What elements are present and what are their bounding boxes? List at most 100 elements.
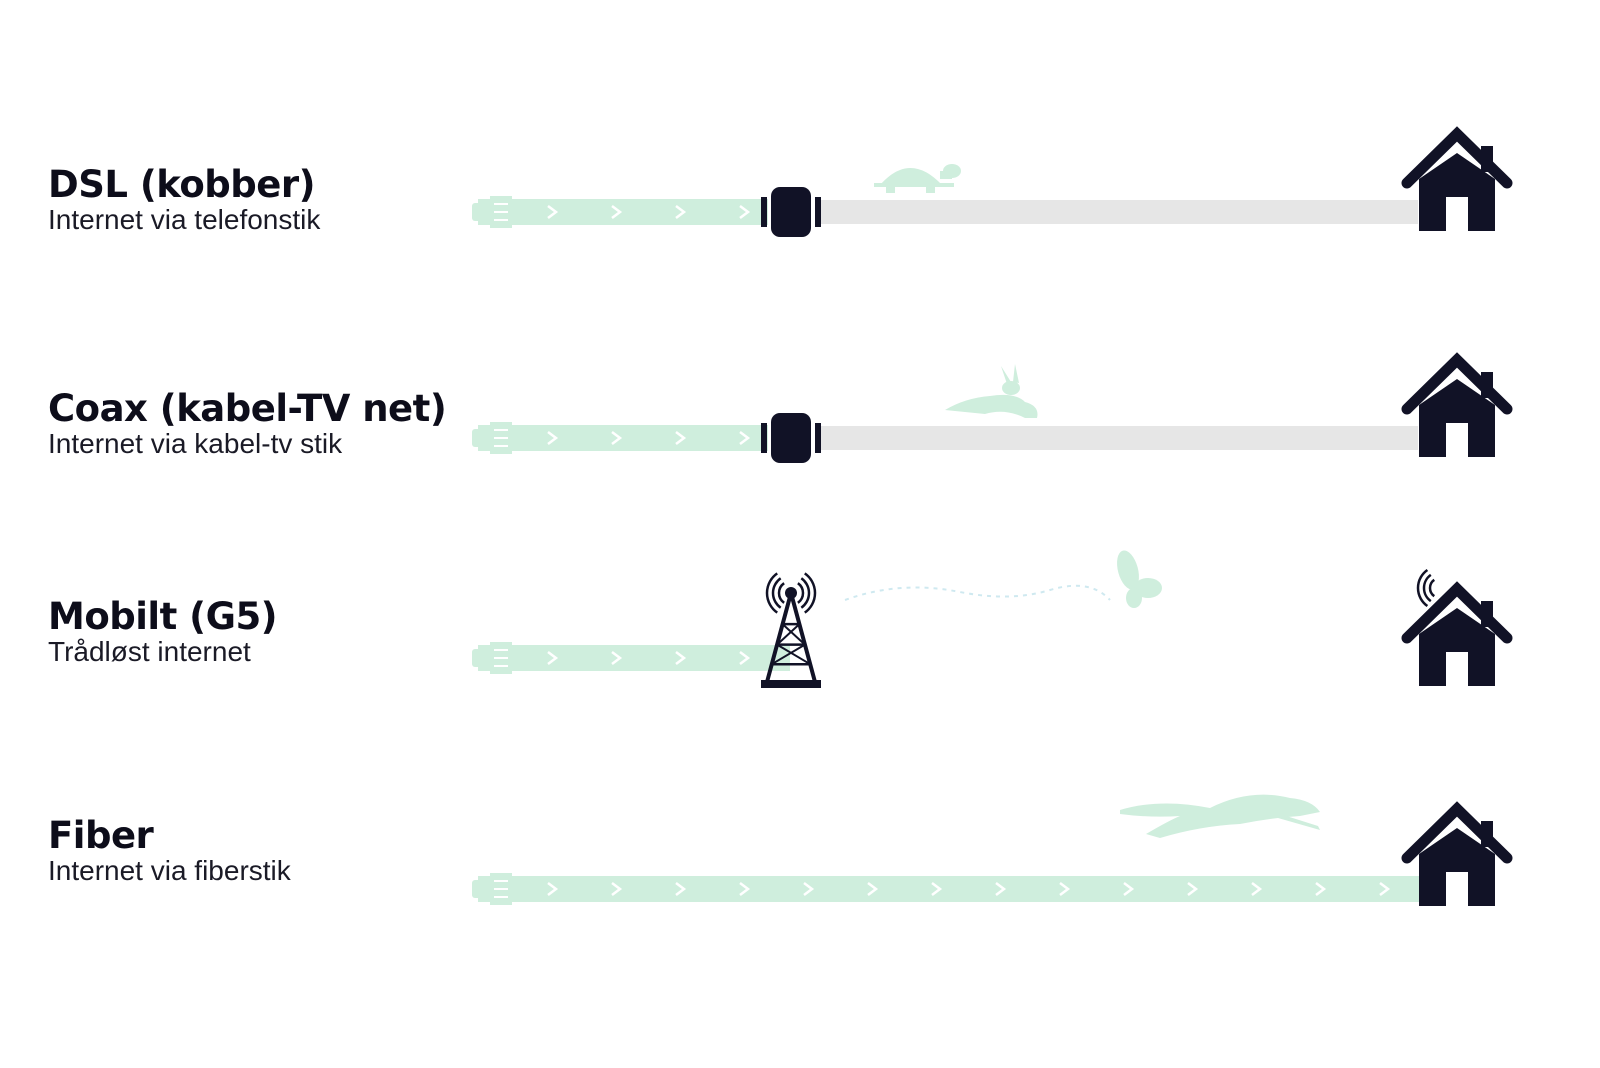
rabbit-head (1002, 381, 1020, 395)
row-subtitle: Internet via telefonstik (48, 204, 321, 235)
tower-base (761, 680, 821, 688)
chevron (547, 651, 559, 665)
wave-arc (777, 582, 785, 604)
tower-brace (781, 623, 806, 646)
wave-arc (1428, 578, 1436, 598)
row-title: Fiber (48, 814, 154, 857)
wave-arc (797, 582, 805, 604)
chevron (739, 431, 751, 445)
chevron (739, 205, 751, 219)
house-icon (1401, 126, 1513, 231)
chevron (1379, 882, 1391, 896)
cabinet-right-flange (815, 197, 821, 227)
row-title: DSL (kobber) (48, 163, 315, 206)
row-subtitle: Internet via fiberstik (48, 855, 291, 886)
copper-cable (818, 426, 1418, 450)
fiber-plug (472, 649, 486, 667)
chevron (611, 431, 623, 445)
wave-arc (1422, 573, 1432, 603)
chevron (739, 651, 751, 665)
cabinet-body (771, 187, 811, 237)
row-label-mobil: Mobilt (G5) Trådløst internet (48, 597, 468, 667)
chevron (1059, 882, 1071, 896)
rabbit-ear (1001, 366, 1011, 384)
wireless-signal-path (844, 584, 1111, 601)
fiber-line (472, 873, 1420, 905)
cabinet-left-flange (761, 197, 767, 227)
row-subtitle: Internet via kabel-tv stik (48, 428, 343, 459)
row-title: Mobilt (G5) (48, 595, 278, 638)
turtle-belly (874, 183, 954, 187)
chevron (675, 882, 687, 896)
signal-waves-icon (1416, 568, 1436, 608)
fiber-cable (478, 199, 768, 225)
chevron (739, 882, 751, 896)
chevron (675, 431, 687, 445)
fiber-plug (472, 880, 486, 898)
house-body (1419, 379, 1495, 457)
chevron (1187, 882, 1199, 896)
house-body (1419, 828, 1495, 906)
tower-brace (771, 643, 806, 666)
house-icon (1401, 581, 1513, 686)
rabbit-ear (1013, 364, 1019, 383)
fiber-cable (478, 645, 790, 671)
street-cabinet-icon (761, 187, 821, 237)
turtle-leg (886, 185, 895, 193)
chevron (1123, 882, 1135, 896)
chevron (995, 882, 1007, 896)
house-chimney (1481, 372, 1493, 398)
turtle-shell (880, 168, 942, 185)
chevron (675, 651, 687, 665)
fiber-line (472, 196, 768, 228)
butterfly-icon (1117, 550, 1162, 608)
wave-arc (771, 577, 782, 609)
chevron (675, 205, 687, 219)
chevron (931, 882, 943, 896)
wave-arc (765, 572, 778, 614)
chevron (803, 882, 815, 896)
row-label-dsl: DSL (kobber) Internet via telefonstik (48, 165, 468, 235)
chevron (547, 205, 559, 219)
house-chimney (1481, 821, 1493, 847)
house-icon (1401, 801, 1513, 906)
cheetah-leg (1278, 814, 1320, 830)
turtle-icon (874, 164, 961, 193)
wave-arc (804, 572, 817, 614)
chevron (611, 205, 623, 219)
butterfly-wing (1117, 550, 1139, 590)
fiber-line (472, 422, 768, 454)
row-label-fiber: Fiber Internet via fiberstik (48, 816, 468, 886)
wave-arc (800, 577, 811, 609)
turtle-leg (926, 185, 935, 193)
row-subtitle: Trådløst internet (48, 636, 251, 667)
street-cabinet-icon (761, 413, 821, 463)
house-icon (1401, 352, 1513, 457)
row-label-coax: Coax (kabel-TV net) Internet via kabel-t… (48, 389, 468, 459)
tower-brace (776, 623, 801, 646)
chevron (867, 882, 879, 896)
house-body (1419, 153, 1495, 231)
turtle-neck (940, 171, 952, 179)
cell-tower-icon (761, 587, 821, 688)
cabinet-left-flange (761, 423, 767, 453)
house-body (1419, 608, 1495, 686)
row-title: Coax (kabel-TV net) (48, 387, 447, 430)
cheetah-icon (1120, 794, 1320, 838)
house-chimney (1481, 601, 1493, 627)
fiber-cable (478, 425, 768, 451)
copper-cable (818, 200, 1418, 224)
tower-brace (776, 643, 811, 666)
rabbit-icon (945, 364, 1038, 418)
cheetah-body (1120, 794, 1320, 838)
cabinet-body (771, 413, 811, 463)
tower-leg (789, 592, 817, 683)
signal-waves-icon (797, 572, 817, 614)
wave-arc (1416, 568, 1429, 608)
butterfly-wing (1134, 578, 1162, 598)
fiber-cable (478, 876, 1420, 902)
chevron (611, 651, 623, 665)
chevron (547, 882, 559, 896)
signal-waves-icon (765, 572, 785, 614)
tower-leg (765, 592, 793, 683)
